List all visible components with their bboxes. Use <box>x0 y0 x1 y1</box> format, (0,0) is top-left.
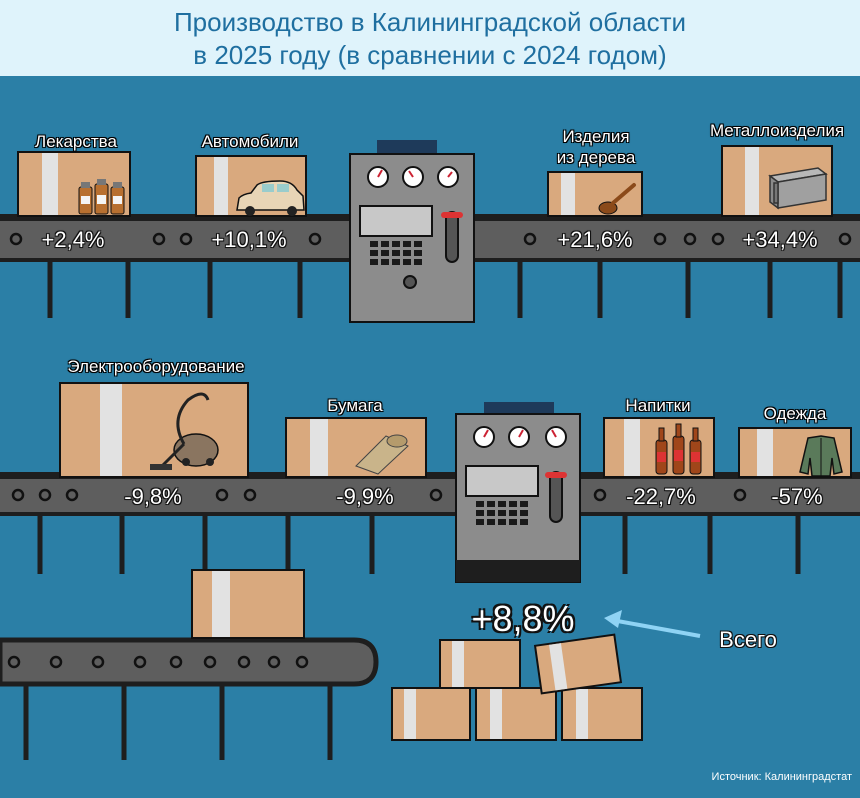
data-label-medicines: +2,4% <box>41 227 105 252</box>
chart-subtitle: в 2025 году (в сравнении с 2024 годом) <box>193 40 667 70</box>
steel-beam-icon <box>768 167 828 210</box>
category-label-wood-line1: Изделия <box>562 127 630 146</box>
data-label-metal: +34,4% <box>742 227 818 252</box>
conveyor-rollers-row2 <box>11 488 747 502</box>
box-on-belt <box>191 569 305 639</box>
conveyor-legs-row2 <box>37 512 801 574</box>
box-cars <box>195 155 307 217</box>
box-clothing <box>738 427 852 478</box>
total-label: Всего <box>719 627 777 652</box>
box-metal-products <box>721 145 833 217</box>
conveyor-legs-row3 <box>23 686 333 760</box>
conveyor-legs-row1 <box>47 258 843 318</box>
paper-roll-icon <box>355 434 409 475</box>
box-pile <box>391 633 643 741</box>
chart-title: Производство в Калининградской области <box>173 7 686 37</box>
total-arrow-icon <box>604 610 701 638</box>
bottles-icon <box>655 423 702 475</box>
category-label-paper: Бумага <box>327 396 383 415</box>
vacuum-cleaner-icon <box>150 392 219 470</box>
box-wood-products <box>547 171 643 217</box>
machine-top <box>349 140 475 323</box>
box-paper <box>285 417 427 478</box>
data-label-cars: +10,1% <box>211 227 287 252</box>
jacket-icon <box>799 435 843 477</box>
keypad <box>370 241 422 265</box>
category-label-medicines: Лекарства <box>35 132 117 151</box>
data-label-clothing: -57% <box>771 484 823 509</box>
data-label-electrical: -9,8% <box>124 484 182 509</box>
car-icon <box>236 180 305 216</box>
category-label-electrical: Электрооборудование <box>67 357 245 376</box>
title-banner: Производство в Калининградской области в… <box>0 0 860 76</box>
machine-bottom <box>455 402 581 583</box>
data-label-paper: -9,9% <box>336 484 394 509</box>
box-electrical-equipment <box>59 382 249 478</box>
total-value: +8,8% <box>471 598 575 639</box>
conveyor-belt-row3 <box>0 637 379 687</box>
box-beverages <box>603 417 715 478</box>
source-note: Источник: Калининградстат <box>711 771 852 783</box>
box-medicines <box>17 151 131 217</box>
category-label-beverages: Напитки <box>625 396 691 415</box>
data-label-beverages: -22,7% <box>626 484 696 509</box>
medicine-bottles-icon <box>78 179 125 215</box>
category-label-metal: Металлоизделия <box>709 121 845 140</box>
category-label-cars: Автомобили <box>201 132 299 151</box>
wooden-spoon-icon <box>598 183 636 215</box>
data-label-wood: +21,6% <box>557 227 633 252</box>
category-label-wood-line2: из дерева <box>556 148 636 167</box>
conveyor-rollers-row3 <box>7 655 309 669</box>
conveyor-rollers-row1 <box>9 232 852 246</box>
category-label-clothing: Одежда <box>763 404 827 423</box>
